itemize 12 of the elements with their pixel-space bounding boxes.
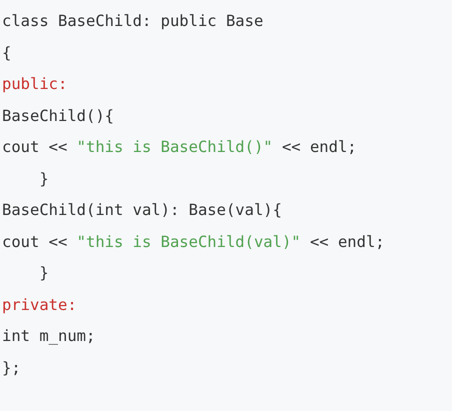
code-line: int m_num; [2, 326, 96, 347]
code-line: BaseChild(int val): Base(val){ [2, 200, 282, 221]
code-line: BaseChild(){ [2, 106, 114, 126]
code-line: private: [2, 294, 77, 316]
code-line: class BaseChild: public Base [2, 11, 264, 32]
code-line: cout << "this is BaseChild()" << endl; [2, 137, 357, 158]
code-line: { [2, 42, 12, 64]
code-line: } [38, 168, 49, 190]
code-line: public: [2, 74, 68, 95]
code-line: }; [2, 358, 21, 378]
code-line: } [38, 263, 49, 284]
code-line: cout << "this is BaseChild(val)" << endl; [2, 232, 385, 252]
